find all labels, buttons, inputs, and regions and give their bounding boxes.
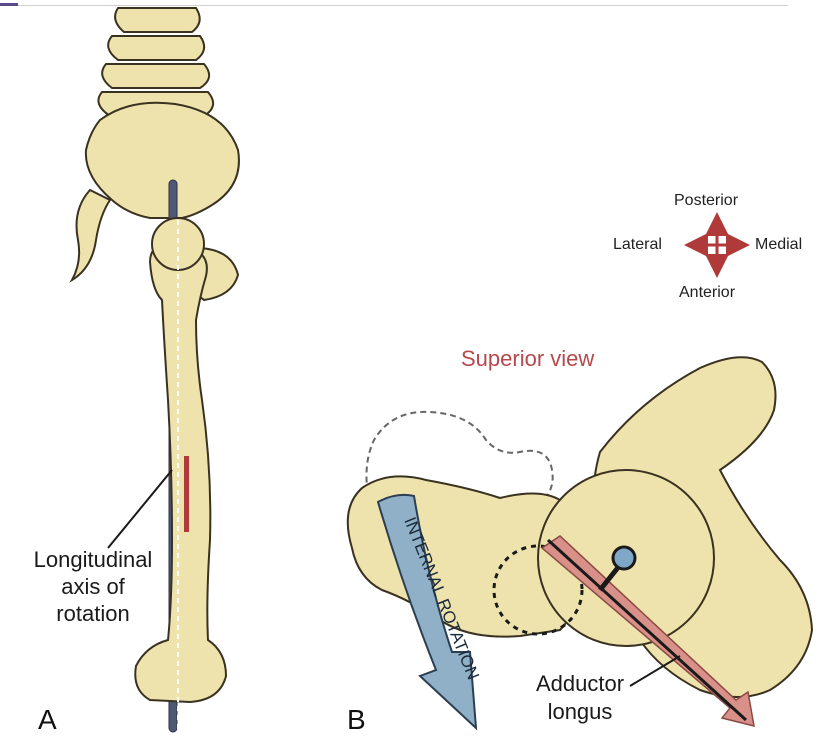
- axis-label: Longitudinal axis of rotation: [18, 546, 168, 627]
- muscle-label-line2: longus: [518, 698, 642, 726]
- muscle-label: Adductor longus: [518, 670, 642, 726]
- femur: [135, 244, 226, 702]
- axis-label-line2: axis of: [18, 573, 168, 600]
- rotation-axis-point: [613, 547, 635, 569]
- axis-label-line1: Longitudinal: [18, 546, 168, 573]
- axis-label-line3: rotation: [18, 600, 168, 627]
- compass-anterior: Anterior: [679, 284, 735, 302]
- compass-lateral: Lateral: [613, 236, 662, 254]
- muscle-label-line1: Adductor: [518, 670, 642, 698]
- view-heading: Superior view: [461, 346, 594, 372]
- panel-b-label: B: [347, 704, 366, 736]
- femoral-head: [152, 218, 204, 270]
- shaft-marker: [184, 456, 189, 532]
- axis-leader-line: [108, 470, 172, 548]
- compass-posterior: Posterior: [674, 192, 738, 210]
- compass-medial: Medial: [755, 236, 802, 254]
- panel-a-label: A: [38, 704, 57, 736]
- sacrum: [72, 190, 110, 280]
- orientation-compass: [696, 224, 738, 266]
- lumbar-spine: [98, 8, 213, 116]
